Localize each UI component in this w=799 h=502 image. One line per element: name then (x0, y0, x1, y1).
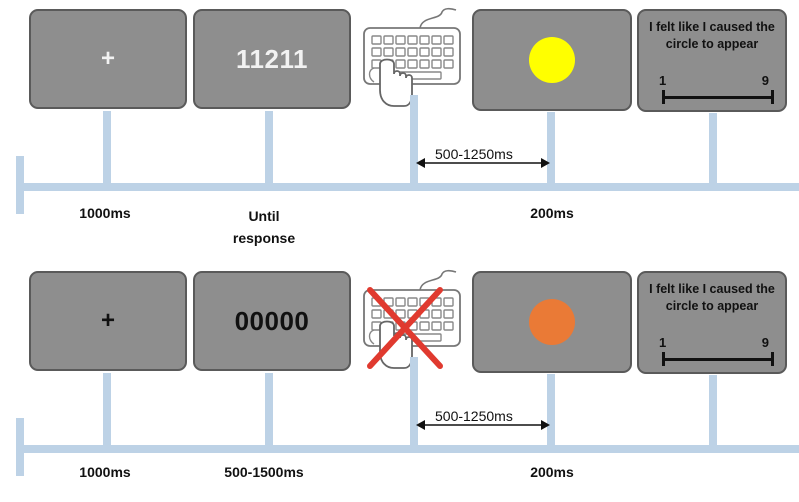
rating-scale (663, 358, 773, 361)
fixation-screen: + (29, 9, 187, 109)
rating-scale-tick (771, 352, 774, 366)
digit-screen: 11211 (193, 9, 351, 109)
rating-statement: I felt like I caused the circle to appea… (649, 20, 775, 51)
rating-screen: I felt like I caused the circle to appea… (637, 9, 787, 112)
rating-scale-tick (662, 352, 665, 366)
outcome-screen (472, 271, 632, 373)
timeline-marker (709, 113, 717, 185)
timeline-marker (265, 373, 273, 447)
scale-min-label: 1 (659, 335, 667, 350)
rating-scale-tick (662, 90, 665, 104)
rating-scale-tick (771, 90, 774, 104)
timeline-marker (265, 111, 273, 185)
outcome-circle (529, 299, 575, 345)
interval-arrow (416, 420, 550, 430)
outcome-screen (472, 9, 632, 111)
fixation-screen: + (29, 271, 187, 371)
timeline-marker (103, 373, 111, 447)
duration-circle: 200ms (530, 464, 574, 480)
duration-digits: 500-1500ms (224, 464, 304, 480)
trial-row-action: + 11211 I felt like I caused the (0, 0, 799, 246)
duration-circle: 200ms (530, 205, 574, 221)
interval-label: 500-1250ms (433, 408, 515, 424)
trial-row-no-action: + 00000 (0, 262, 799, 502)
keyboard-press-icon (363, 7, 461, 107)
keyboard-crossed-icon (363, 269, 461, 369)
timeline-marker (547, 112, 555, 185)
digit-screen: 00000 (193, 271, 351, 371)
timeline-axis (16, 183, 799, 191)
digit-string: 00000 (234, 305, 310, 336)
rating-scale (663, 96, 773, 99)
timeline-axis (16, 445, 799, 453)
fixation-cross: + (100, 45, 115, 72)
rating-statement: I felt like I caused the circle to appea… (649, 282, 775, 313)
timeline-marker (709, 375, 717, 447)
outcome-circle (529, 37, 575, 83)
interval-label: 500-1250ms (433, 146, 515, 162)
rating-screen: I felt like I caused the circle to appea… (637, 271, 787, 374)
timeline-marker (410, 95, 418, 185)
timeline-marker (410, 357, 418, 447)
timeline-marker (103, 111, 111, 185)
scale-max-label: 9 (761, 73, 769, 88)
duration-fixation: 1000ms (79, 464, 131, 480)
scale-min-label: 1 (659, 73, 667, 88)
cross-out-icon (367, 287, 443, 369)
duration-fixation: 1000ms (79, 205, 131, 221)
fixation-cross: + (100, 307, 115, 334)
timeline-marker (547, 374, 555, 447)
digit-string: 11211 (236, 43, 308, 74)
interval-arrow (416, 158, 550, 168)
scale-max-label: 9 (761, 335, 769, 350)
duration-digits: Until response (232, 208, 296, 246)
